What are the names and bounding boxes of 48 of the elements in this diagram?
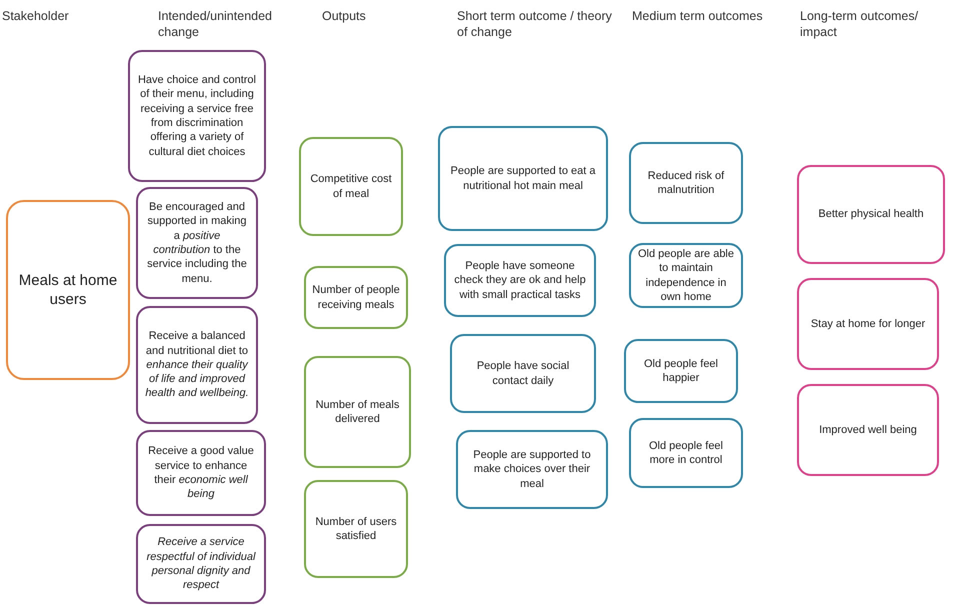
rounded-box <box>797 278 939 370</box>
rounded-box <box>136 524 266 604</box>
box-text: Stay at home for longer <box>810 316 926 332</box>
box-text: Number of meals delivered <box>314 398 400 426</box>
box-text: People are supported to make choices over their meal <box>472 448 592 491</box>
rounded-box <box>136 430 266 516</box>
rounded-box <box>797 165 945 264</box>
column-heading: Intended/unintended change <box>158 8 273 40</box>
box-text: Improved well being <box>819 422 917 438</box>
box-text: Receive a good value service to enhance their economic well being <box>147 444 255 502</box>
rounded-box <box>6 200 130 380</box>
rounded-box <box>629 243 743 308</box>
box-text: Be encouraged and supported in making a positive contribution to the service including the menu. <box>146 200 248 286</box>
rounded-box <box>304 266 408 329</box>
box-text: Old people feel more in control <box>648 438 724 468</box>
column-heading: Short term outcome / theory of change <box>457 8 613 40</box>
column-heading: Stakeholder <box>2 8 70 24</box>
box-text: Better physical health <box>818 207 924 222</box>
rounded-box <box>629 142 743 224</box>
column-heading: Long-term outcomes/ impact <box>800 8 920 40</box>
rounded-box <box>624 339 738 403</box>
rounded-box <box>438 126 608 231</box>
box-text: Number of users satisfied <box>314 514 398 544</box>
box-text: Old people feel happier <box>643 356 719 386</box>
rounded-box <box>797 384 939 476</box>
rounded-box <box>128 50 266 182</box>
box-text: People have social contact daily <box>476 359 570 388</box>
box-text: Old people are able to maintain independence in own home <box>637 246 735 304</box>
column-heading: Outputs <box>322 8 367 24</box>
box-text: Reduced risk of malnutrition <box>646 168 726 198</box>
rounded-box <box>304 480 408 578</box>
rounded-box <box>450 334 596 413</box>
rounded-box <box>136 187 258 299</box>
box-text: People have someone check they are ok and help with small practical tasks <box>453 259 587 302</box>
rounded-box <box>444 244 596 317</box>
box-text: Have choice and control of their menu, including receiving a service free from discrimination offering a variety of cultural diet choices <box>136 73 257 159</box>
box-text: Number of people receiving meals <box>312 283 400 312</box>
rounded-box <box>456 430 608 509</box>
box-text: Receive a service respectful of individual personal dignity and respect <box>146 535 257 593</box>
box-text: People are supported to eat a nutritional hot main meal <box>450 164 596 193</box>
box-text: Meals at home users <box>18 270 118 310</box>
column-heading: Medium term outcomes <box>632 8 764 24</box>
box-text: Competitive cost of meal <box>309 172 393 201</box>
rounded-box <box>304 356 411 468</box>
rounded-box <box>136 306 258 424</box>
rounded-box <box>299 137 403 236</box>
box-text: Receive a balanced and nutritional diet to enhance their quality of life and improved health and wellbeing. <box>144 329 250 401</box>
rounded-box <box>629 418 743 488</box>
